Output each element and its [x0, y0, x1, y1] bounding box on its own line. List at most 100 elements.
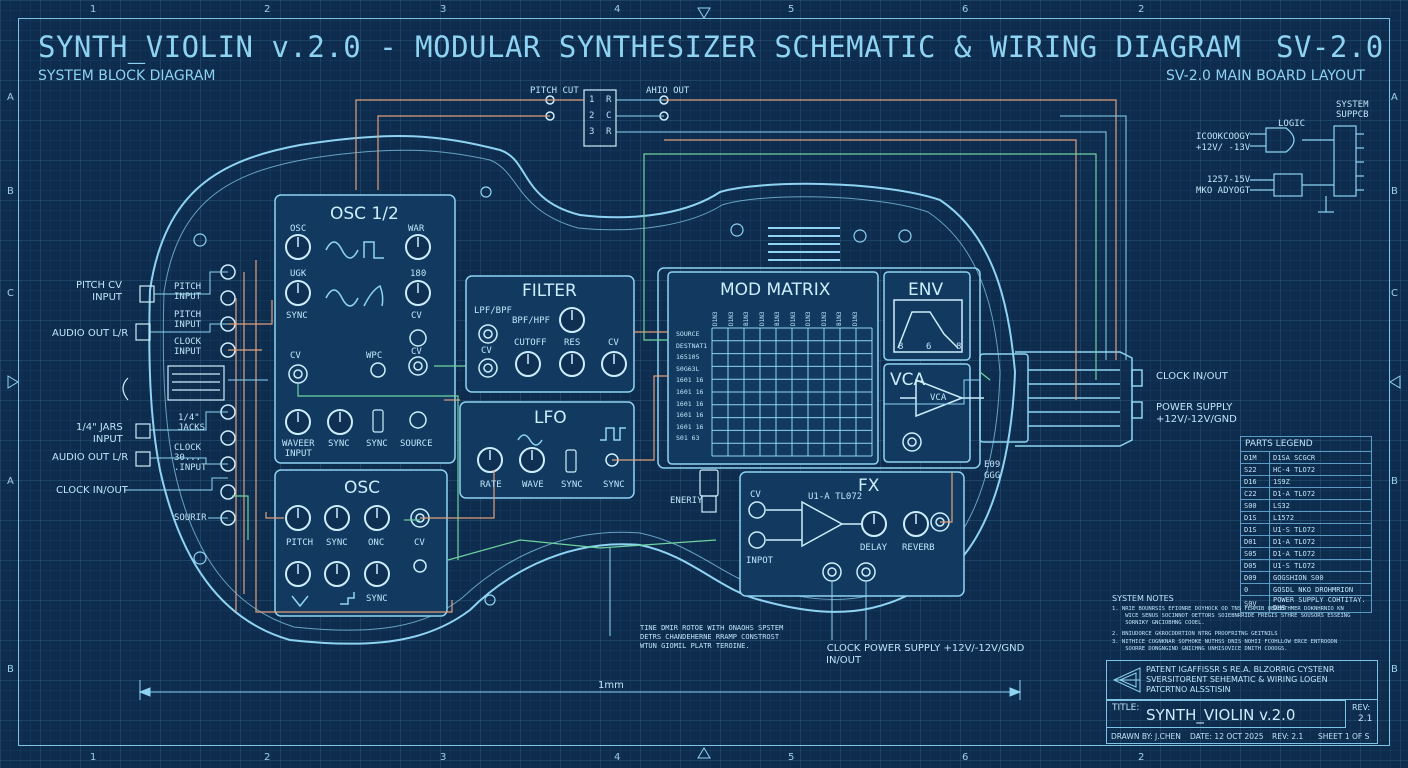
mod-matrix-row-label: 1601 16: [676, 422, 704, 431]
mod-matrix-row-label: 1601 16: [676, 411, 704, 420]
wires-green: [232, 153, 1097, 561]
diagram-title: SYNTH_VIOLIN v.2.0 - MODULAR SYNTHESIZER…: [38, 30, 1242, 64]
lfo-title: LFO: [534, 408, 567, 428]
body-screws: [193, 186, 912, 606]
right-power-label: POWER SUPPLY +12V/-12V/GND: [1156, 402, 1237, 425]
osc12-label-sync-b: SYNC: [328, 439, 350, 449]
lfo-label-rate: RATE: [480, 480, 502, 490]
lfo-label-sync-b: SYNC: [603, 480, 625, 490]
vent-slots: [768, 227, 840, 261]
ruler-row-right-5: B: [1391, 664, 1398, 675]
jack-label-6: SOURIR: [174, 513, 207, 523]
ruler-col-2: 2: [264, 4, 271, 15]
part-desc: POWER SUPPLY COHTITAY. DHS: [1269, 595, 1372, 613]
filter-label-cutoff: CUTOFF: [514, 338, 547, 348]
filter-title: FILTER: [522, 281, 577, 301]
osc12-title: OSC 1/2: [330, 204, 399, 224]
fx-label-energy: ENERIY: [670, 496, 703, 506]
bottom-clock-label: CLOCK IN/OUT: [826, 643, 862, 666]
logic-label: LOGIC: [1278, 119, 1306, 129]
right-subtitle: SV-2.0 MAIN BOARD LAYOUT: [1166, 68, 1366, 84]
ruler-col-7-bottom: 2: [1138, 752, 1145, 763]
part-ref: S22: [1240, 463, 1270, 476]
vca-side-label: E09 GGG: [984, 460, 1001, 481]
osc-label-pitch: PITCH: [286, 538, 314, 548]
top-pin-r1: R: [606, 95, 612, 105]
left-plugs: [122, 285, 225, 467]
part-desc: D1-A TLO72: [1269, 547, 1372, 560]
part-desc: D1-A TLO72: [1269, 535, 1372, 548]
fx-label-inpot: INPOT: [746, 556, 774, 566]
env-mark-2: 6: [926, 342, 932, 352]
mod-matrix-row-label: 1601 16: [676, 376, 704, 385]
mod-matrix-row-label: 1601 16: [676, 399, 704, 408]
env-mark-3: 8: [956, 342, 962, 352]
osc12-label-sync-c: SYNC: [366, 439, 388, 449]
mod-matrix-row-label: S0G63L: [676, 364, 700, 373]
osc12-label-osc: OSC: [290, 224, 307, 234]
env-graph: [893, 299, 963, 353]
ruler-col-4-bottom: 4: [614, 752, 621, 763]
mod-matrix-col-label: B1N3: [836, 311, 843, 326]
jack-label-1: PITCH INPUT: [174, 282, 202, 302]
edge-arrows: [7, 7, 1401, 759]
ruler-col-6: 6: [962, 4, 969, 15]
system-note-3: 3. NITHICE COGNKNAR SOFHOKE NUTHSS DNIS …: [1112, 639, 1338, 652]
lfo-label-sync: SYNC: [561, 480, 583, 490]
ruler-row-right-2: B: [1391, 186, 1398, 197]
fx-label-cv: CV: [750, 490, 761, 500]
part-ref: D09: [1240, 571, 1270, 584]
ruler-row-left-2: B: [7, 186, 14, 197]
top-pin-3: 3: [589, 127, 595, 137]
logic-line-1: ICOOKCOOGY +12V/ -13V: [1196, 132, 1251, 153]
title-cell: [1106, 700, 1346, 728]
part-ref: S05: [1240, 547, 1270, 560]
osc12-label-cv-a: CV: [411, 311, 422, 321]
mod-matrix-col-label: D1N3: [712, 311, 719, 326]
ruler-col-6-bottom: 6: [962, 752, 969, 763]
mod-matrix-grid: [711, 327, 873, 457]
mod-matrix-row-label: 165105: [676, 353, 700, 362]
top-pin-r2: C: [606, 111, 612, 121]
rev-value: 2.1: [1358, 714, 1373, 724]
top-pin-r3: R: [606, 127, 612, 137]
ruler-col-7: 2: [1138, 4, 1145, 15]
rev-label: REV:: [1352, 703, 1371, 712]
violin-body: [148, 134, 1017, 645]
dimension-line: [138, 680, 1022, 700]
vca-amp-label: VCA: [930, 393, 947, 403]
ruler-row-right-3: C: [1391, 288, 1398, 299]
lfo-label-wave: WAVE: [522, 480, 544, 490]
part-ref: 0: [1240, 583, 1270, 596]
bottom-power-label: POWER SUPPLY +12V/-12V/GND: [864, 643, 1025, 654]
osc-label-sync: SYNC: [326, 538, 348, 548]
part-desc: 1S9Z: [1269, 475, 1372, 488]
mod-matrix-row-label: 1601 16: [676, 388, 704, 396]
osc-label-sync-b: SYNC: [366, 594, 388, 604]
part-ref: C22: [1240, 487, 1270, 500]
part-ref: D1S: [1240, 523, 1270, 536]
filter-label-bpf: BPF/HPF: [512, 316, 550, 326]
part-desc: U1-S TLO72: [1269, 559, 1372, 572]
osc12-label-waveer: WAVEER INPUT: [282, 439, 315, 459]
jack-label-3: CLOCK INPUT: [174, 337, 202, 357]
title-block-header: PATENT IGAFFISSR S RE.A. BLZORRIG CYSTEN…: [1146, 665, 1335, 694]
ruler-row-left-4: A: [7, 476, 14, 487]
jacks: [220, 95, 950, 582]
drawing-rev: REV: 2.1: [1272, 732, 1304, 741]
osc12-label-war: WAR: [408, 224, 425, 234]
fx-label-reverb: REVERB: [902, 543, 935, 553]
title-block-value: SYNTH_VIOLIN v.2.0: [1146, 706, 1296, 724]
osc12-label-wpc: WPC: [366, 351, 383, 361]
neck-connector: [979, 351, 1143, 447]
